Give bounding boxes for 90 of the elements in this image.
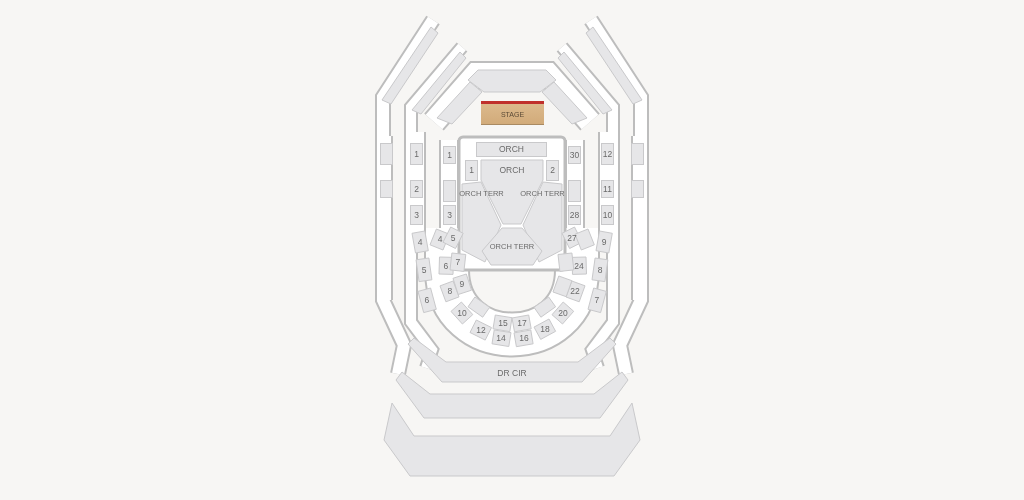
section-label: 17 (517, 318, 527, 328)
seating-section (534, 318, 556, 340)
section-label: 3 (447, 210, 452, 220)
section-label: 11 (603, 184, 612, 194)
stage (481, 101, 544, 125)
seating-section (440, 280, 460, 302)
seating-section (552, 302, 574, 324)
seating-section (568, 146, 581, 164)
section-label: 1 (469, 166, 474, 175)
seating-section (601, 180, 614, 198)
seating-section (575, 228, 595, 250)
seating-section (493, 314, 513, 332)
section-label: 14 (496, 333, 506, 343)
section-label: 3 (414, 210, 419, 220)
section-label: 8 (447, 286, 453, 296)
seating-section (452, 273, 472, 295)
seating-section (465, 160, 478, 181)
seating-section (382, 27, 438, 104)
seating-section (443, 180, 456, 202)
section-label: 22 (570, 286, 580, 296)
seating-section (595, 231, 613, 253)
section-label: 15 (498, 318, 508, 328)
seating-section (380, 143, 393, 165)
section-label: 9 (601, 237, 607, 247)
seating-section (437, 82, 482, 124)
section-label: 1 (414, 149, 419, 159)
seating-section (601, 205, 614, 225)
seating-section (468, 70, 556, 92)
seating-section (568, 180, 581, 202)
section-label: 7 (594, 295, 600, 305)
seating-section (410, 205, 423, 225)
seating-section (450, 252, 466, 272)
seating-section (534, 296, 556, 318)
section-label: 24 (574, 261, 584, 271)
section-label: 4 (417, 237, 423, 247)
section-label: 5 (450, 233, 456, 243)
seating-section (410, 143, 423, 165)
section-label: 9 (459, 279, 465, 289)
seating-section (592, 258, 608, 282)
seating-section (482, 228, 542, 265)
seating-section (512, 314, 532, 332)
section-label: ORCH (499, 145, 524, 154)
seating-section (586, 27, 642, 104)
seating-section (410, 180, 423, 198)
seating-section (587, 287, 607, 313)
seating-section (411, 231, 429, 253)
seating-section (417, 287, 437, 313)
seating-section (552, 275, 572, 297)
section-label: 30 (569, 150, 580, 160)
section-label: 10 (602, 210, 613, 220)
section-label: 28 (569, 210, 580, 220)
section-label: 12 (476, 325, 486, 335)
seating-section (451, 302, 473, 324)
section-label: 2 (414, 184, 419, 194)
seating-section (468, 296, 490, 318)
section-label: 6 (424, 295, 430, 305)
seating-section (558, 52, 612, 114)
seating-section (443, 146, 456, 164)
section-label: 16 (519, 333, 529, 343)
seating-section (442, 227, 464, 249)
section-label: 10 (457, 308, 467, 318)
section-label: 8 (597, 265, 603, 275)
seating-section (412, 52, 466, 114)
section-label: ORCH (499, 166, 525, 175)
section-label: 20 (558, 308, 568, 318)
seating-section (631, 143, 644, 165)
seating-section (481, 160, 543, 224)
seating-section (384, 403, 640, 476)
section-label: 1 (447, 150, 452, 160)
section-label: DR CIR (497, 368, 527, 377)
seating-section (470, 319, 492, 341)
seating-section (416, 258, 432, 282)
seating-section (542, 82, 587, 124)
section-label: 4 (437, 234, 443, 244)
seating-section (546, 160, 559, 181)
seating-section (476, 142, 547, 157)
section-label: 27 (567, 233, 577, 243)
seating-section (601, 143, 614, 165)
seating-section (380, 180, 393, 198)
seating-section (443, 205, 456, 225)
seating-section (568, 205, 581, 225)
seating-section (631, 180, 644, 198)
seating-section (396, 372, 628, 418)
section-label: 7 (455, 257, 461, 267)
section-label: 5 (421, 265, 427, 275)
section-label: 6 (443, 261, 449, 271)
section-label: 18 (540, 324, 550, 334)
section-label: 12 (602, 149, 613, 159)
section-label: 2 (550, 166, 555, 175)
seating-section (558, 252, 574, 272)
